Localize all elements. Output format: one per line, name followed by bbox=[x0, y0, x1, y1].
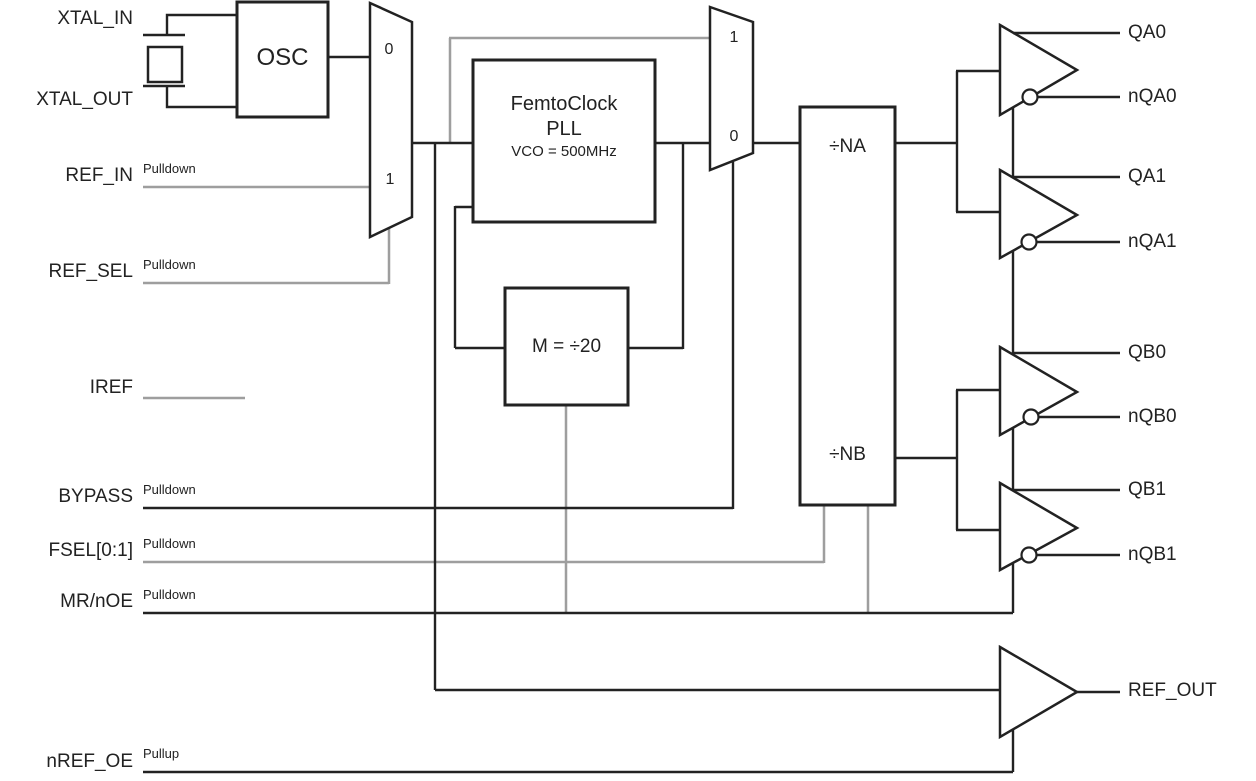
pin-label-nqb1: nQB1 bbox=[1128, 544, 1177, 565]
inversion-bubbles bbox=[1020, 88, 1040, 564]
bypass-mux-input-1-label: 1 bbox=[729, 29, 739, 46]
pin-label-qb1: QB1 bbox=[1128, 479, 1167, 500]
reference-mux-input-1-label: 1 bbox=[385, 171, 395, 188]
pin-label-mr-noe: MR/nOE bbox=[60, 591, 133, 612]
wire-qa-bus bbox=[895, 69, 1000, 214]
pll-block-label: FemtoClock PLL VCO = 500MHz bbox=[473, 91, 655, 162]
pin-label-ref-sel: REF_SEL bbox=[48, 261, 133, 282]
pin-label-qb0: QB0 bbox=[1128, 342, 1167, 363]
pin-label-fsel: FSEL[0:1] bbox=[48, 540, 134, 561]
wire-fb-left bbox=[453, 205, 505, 350]
wire-nref-oe bbox=[143, 729, 1015, 774]
crystal-symbol bbox=[146, 45, 184, 84]
osc-block-label: OSC bbox=[256, 44, 309, 71]
bypass-mux-shape bbox=[708, 5, 755, 172]
pull-label-fsel: Pulldown bbox=[143, 536, 196, 551]
divider-nb-label: ÷NB bbox=[829, 444, 866, 465]
divider-na-label: ÷NA bbox=[829, 136, 866, 157]
output-buffers bbox=[998, 22, 1080, 740]
wire-ref-out-path bbox=[433, 143, 1000, 692]
wire-fsel bbox=[143, 505, 826, 564]
buffer-output-lines bbox=[1013, 31, 1120, 557]
pin-label-xtal-in: XTAL_IN bbox=[57, 8, 133, 29]
bubble-nqa0 bbox=[1021, 88, 1039, 106]
pin-label-ref-in: REF_IN bbox=[65, 165, 133, 186]
osc-block bbox=[235, 0, 330, 119]
pin-label-ref-out: REF_OUT bbox=[1128, 680, 1217, 701]
wire-xtal-top bbox=[165, 13, 237, 36]
reference-mux-input-0-label: 0 bbox=[384, 41, 394, 58]
wire-bypass-feed bbox=[448, 36, 710, 144]
pin-label-qa0: QA0 bbox=[1128, 22, 1167, 43]
pin-label-qa1: QA1 bbox=[1128, 166, 1167, 187]
reference-mux-shape bbox=[368, 1, 414, 239]
pin-label-nqb0: nQB0 bbox=[1128, 406, 1177, 427]
wire-xtal-bottom bbox=[165, 85, 237, 109]
pin-label-xtal-out: XTAL_OUT bbox=[36, 89, 133, 110]
buffer-qb1 bbox=[998, 480, 1080, 573]
bubble-nqb0 bbox=[1022, 408, 1040, 426]
pull-label-mr-noe: Pulldown bbox=[143, 587, 196, 602]
pll-block bbox=[471, 58, 657, 224]
pin-label-bypass: BYPASS bbox=[58, 486, 133, 507]
buffer-qa0 bbox=[998, 22, 1080, 118]
pin-label-nref-oe: nREF_OE bbox=[46, 751, 133, 772]
bubble-nqb1 bbox=[1020, 546, 1038, 564]
pull-label-bypass: Pulldown bbox=[143, 482, 196, 497]
pll-label-line3: VCO = 500MHz bbox=[511, 143, 617, 160]
pll-label-line2: PLL bbox=[546, 118, 582, 140]
pull-label-ref-in: Pulldown bbox=[143, 161, 196, 176]
buffer-qb0 bbox=[998, 344, 1080, 438]
bubble-nqa1 bbox=[1020, 233, 1038, 251]
pull-label-nref-oe: Pullup bbox=[143, 746, 180, 761]
buffer-qa1 bbox=[998, 167, 1080, 261]
pull-label-ref-sel: Pulldown bbox=[143, 257, 196, 272]
wire-bypass-sel bbox=[143, 162, 735, 510]
pll-label-line1: FemtoClock bbox=[510, 93, 618, 115]
wire-fb-right bbox=[628, 143, 685, 350]
output-divider-block bbox=[798, 105, 897, 507]
feedback-divider-label: M = ÷20 bbox=[531, 336, 602, 357]
pin-label-iref: IREF bbox=[89, 377, 133, 398]
wire-ref-sel bbox=[143, 227, 391, 285]
pin-label-nqa1: nQA1 bbox=[1128, 231, 1177, 252]
bypass-mux-input-0-label: 0 bbox=[729, 128, 739, 145]
buffer-ref-out bbox=[998, 644, 1080, 740]
wire-qb-bus bbox=[895, 388, 1000, 532]
feedback-divider-block bbox=[503, 286, 630, 407]
pin-label-nqa0: nQA0 bbox=[1128, 86, 1177, 107]
